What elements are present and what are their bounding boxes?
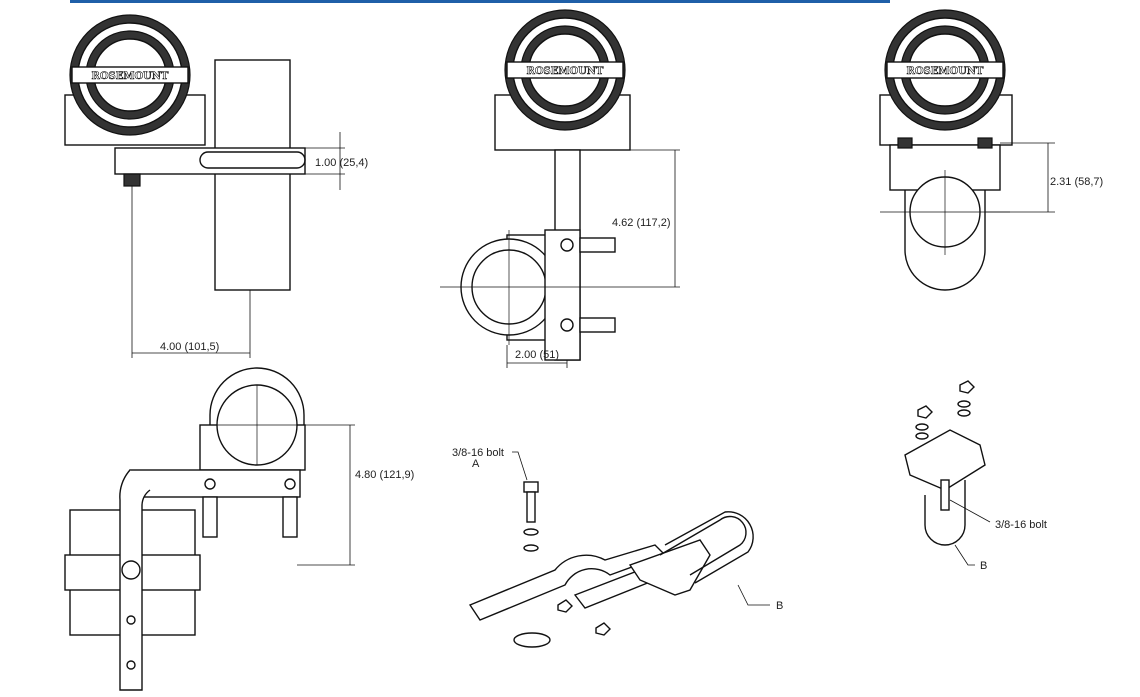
- view-pipe-front: ROSEMOUNT 4.62 (117,2) 2.00 (51): [440, 9, 680, 368]
- callout-b: B: [776, 600, 783, 612]
- dim-offset-label: 2.00 (51): [515, 349, 559, 361]
- pipe: [214, 59, 291, 291]
- u-bolt: [904, 190, 986, 291]
- dim-offset-label: 4.00 (101,5): [160, 341, 219, 353]
- view-pipe-top: ROSEMOUNT 2.31 (58,7): [879, 9, 1103, 291]
- bolt-label: 3/8-16 bolt: [995, 519, 1047, 531]
- u-bolt: [659, 515, 747, 576]
- bracket: [544, 229, 581, 361]
- view-exploded-small-bracket: 3/8-16 bolt B: [904, 380, 1047, 572]
- u-bolt: [924, 480, 966, 546]
- dim-height-label: 2.31 (58,7): [1050, 176, 1103, 188]
- dim-height-label: 4.62 (117,2): [612, 217, 671, 229]
- callout-b: B: [980, 560, 987, 572]
- view-coplanar-mount: 4.80 (121,9): [64, 367, 414, 691]
- bolt: [940, 479, 950, 511]
- logo-text: ROSEMOUNT: [92, 71, 170, 82]
- dim-height-label: 1.00 (25,4): [315, 157, 368, 169]
- logo-text: ROSEMOUNT: [907, 66, 985, 77]
- dim-height-label: 4.80 (121,9): [355, 469, 414, 481]
- bolt: [523, 481, 539, 493]
- callout-a: A: [472, 458, 480, 470]
- small-bracket: [904, 429, 986, 491]
- logo-text: ROSEMOUNT: [527, 66, 605, 77]
- caption-fragment: [70, 0, 890, 3]
- bolt-label: 3/8-16 bolt: [452, 447, 504, 459]
- view-exploded-bracket: 3/8-16 bolt A B: [452, 447, 783, 648]
- view-pipe-side: ROSEMOUNT 4.00 (101,5) 1.00 (25,4): [64, 14, 368, 358]
